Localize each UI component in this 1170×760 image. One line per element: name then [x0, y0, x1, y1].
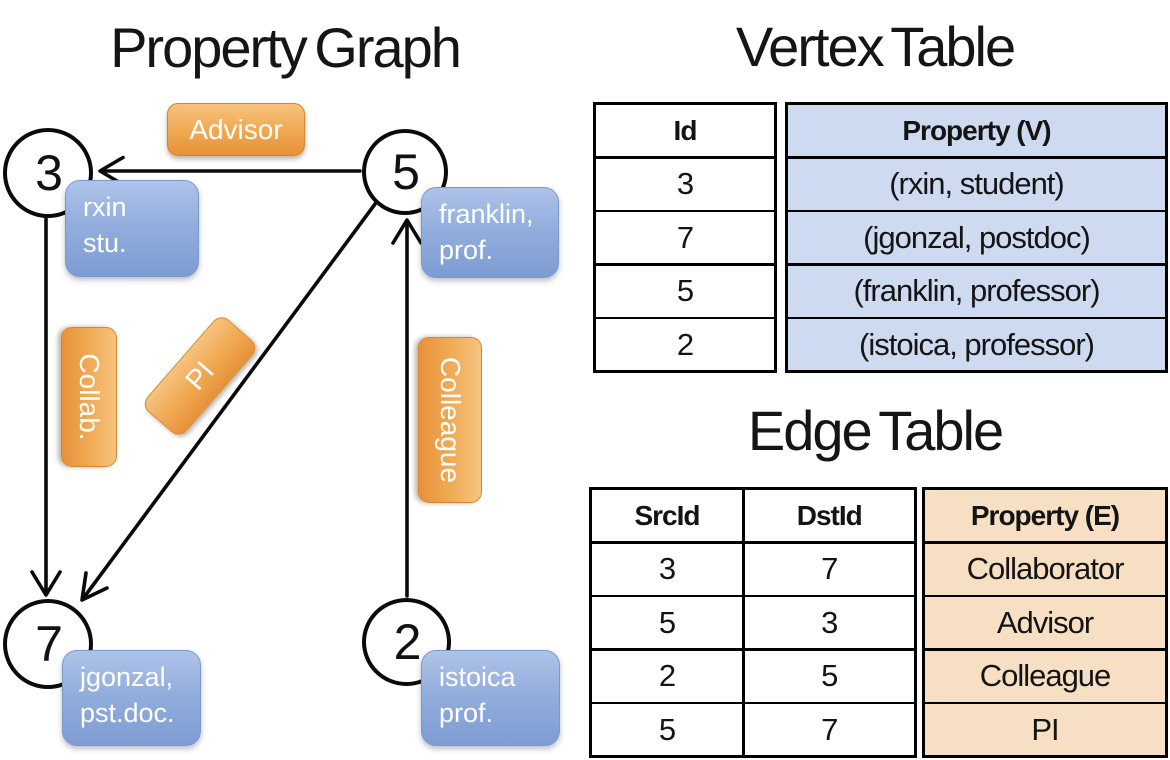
edge-property-cell: PI [925, 704, 1165, 755]
graph-node-2: 2 [362, 598, 451, 686]
edge-pi-arrowhead [80, 571, 109, 602]
edge-label-advisor: Advisor [167, 103, 305, 156]
vertex-label-rxin-line2: stu. [83, 227, 127, 258]
vertex-label-istoica-line1: istoica [439, 662, 516, 692]
edge-property-cell: Colleague [925, 650, 1165, 702]
edge-collab-arrowhead [30, 570, 62, 597]
vertex-label-franklin: franklin, prof. [421, 187, 559, 278]
edge-table-id-columns: SrcId DstId 3 7 5 3 2 5 5 7 [589, 487, 917, 758]
graph-title: Property Graph [110, 16, 462, 79]
property-graph-panel: Property Graph 3 5 7 2 Advisor Collab. P… [0, 0, 580, 760]
vertex-label-istoica-line2: prof. [439, 697, 494, 728]
edge-src-cell: 5 [592, 597, 742, 648]
vertex-table-property-column: Property (V) (rxin, student) (jgonzal, p… [785, 102, 1168, 373]
vertex-label-rxin-line1: rxin [83, 192, 127, 222]
edge-property-header: Property (E) [925, 490, 1165, 541]
edge-colleague-arrowhead [391, 218, 423, 245]
vertex-label-istoica: istoica prof. [421, 650, 560, 746]
edge-property-cell: Collaborator [925, 543, 1165, 595]
edge-src-cell: 2 [592, 650, 742, 702]
edge-srcid-header: SrcId [592, 490, 742, 541]
vertex-label-jgonzal-line1: jgonzal, [80, 662, 174, 692]
vertex-label-jgonzal: jgonzal, pst.doc. [62, 650, 201, 746]
edge-dst-cell: 3 [744, 597, 914, 648]
edge-property-cell: Advisor [925, 597, 1165, 648]
vertex-label-franklin-line2: prof. [439, 234, 494, 265]
edge-table-property-column: Property (E) Collaborator Advisor Collea… [922, 487, 1168, 758]
node-7-id: 7 [35, 616, 63, 672]
vertex-label-franklin-line1: franklin, [439, 199, 534, 229]
vertex-property-cell: (franklin, professor) [788, 265, 1165, 317]
edge-dst-cell: 7 [744, 704, 914, 755]
vertex-property-header: Property (V) [788, 105, 1165, 156]
vertex-property-cell: (rxin, student) [788, 158, 1165, 210]
vertex-property-cell: (istoica, professor) [788, 319, 1165, 370]
node-2-id: 2 [393, 614, 422, 670]
vertex-property-cell: (jgonzal, postdoc) [788, 212, 1165, 263]
vertex-id-cell: 2 [596, 319, 774, 370]
vertex-label-rxin: rxin stu. [65, 180, 199, 277]
edge-pi-line [83, 198, 380, 598]
edge-dst-cell: 5 [744, 650, 914, 702]
vertex-table-title: Vertex Table [735, 15, 1016, 78]
vertex-id-cell: 3 [596, 158, 774, 210]
vertex-table-id-column: Id 3 7 5 2 [593, 102, 777, 373]
vertex-id-cell: 5 [596, 265, 774, 317]
graph-edges [30, 155, 423, 602]
edge-src-cell: 3 [592, 543, 742, 595]
edge-dstid-header: DstId [744, 490, 914, 541]
vertex-id-cell: 7 [596, 212, 774, 263]
edge-label-colleague: Colleague [418, 337, 482, 503]
node-5-id: 5 [392, 144, 420, 200]
edge-dst-cell: 7 [744, 543, 914, 595]
edge-src-cell: 5 [592, 704, 742, 755]
edge-table-title: Edge Table [747, 399, 1004, 462]
node-3-id: 3 [35, 145, 63, 201]
edge-label-collab: Collab. [61, 327, 117, 467]
vertex-label-jgonzal-line2: pst.doc. [80, 697, 175, 728]
vertex-id-header: Id [596, 105, 774, 156]
